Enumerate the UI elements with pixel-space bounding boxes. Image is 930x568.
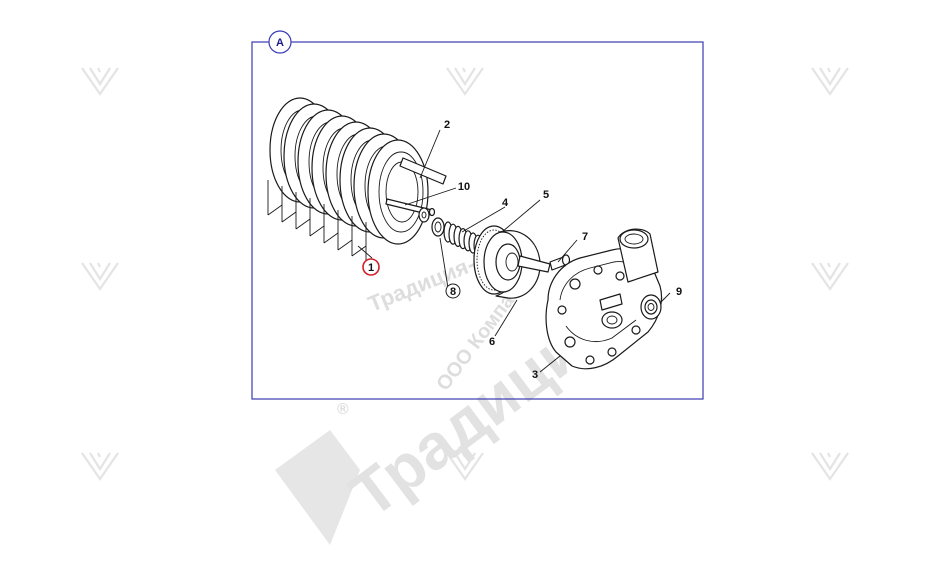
watermark-logo-icon <box>811 452 849 481</box>
clutch-disc <box>367 139 429 245</box>
watermark-logo-icon <box>446 67 484 96</box>
callout-3[interactable]: 3 <box>532 369 538 381</box>
callout-8[interactable]: 8 <box>445 283 461 299</box>
callout-2[interactable]: 2 <box>444 119 450 131</box>
callouts: 1 2 10 5 4 7 9 8 6 3 <box>362 119 682 381</box>
callout-5[interactable]: 5 <box>543 189 549 201</box>
watermark-logo-icon <box>81 452 119 481</box>
callout-7[interactable]: 7 <box>582 231 588 243</box>
hub-assembly <box>473 225 551 299</box>
watermark-logo-icon <box>811 262 849 291</box>
watermark-registered-mark: ® <box>337 401 349 418</box>
watermark-logo-icon <box>446 452 484 481</box>
seal-part-9 <box>640 294 662 320</box>
frame-label: A <box>276 37 284 49</box>
clutch-disc-pack <box>267 97 447 262</box>
watermark-logo-icon <box>81 262 119 291</box>
callout-4[interactable]: 4 <box>502 197 509 209</box>
callout-10[interactable]: 10 <box>458 181 470 193</box>
diagram-frame <box>251 41 704 400</box>
washer <box>418 207 430 223</box>
callout-9[interactable]: 9 <box>676 286 682 298</box>
watermark-big-logo-icon <box>275 430 360 545</box>
watermark-small-brand-text: Традиция-К <box>365 246 492 317</box>
callout-6[interactable]: 6 <box>489 336 495 348</box>
callout-1[interactable]: 1 <box>362 258 380 276</box>
frame-label-badge: A <box>268 30 292 54</box>
watermark-logo-icon <box>811 67 849 96</box>
pump-housing-part-3 <box>545 228 663 370</box>
leader-lines <box>357 129 671 373</box>
watermark-logo-icon <box>81 67 119 96</box>
disc-pack-tabs <box>267 180 367 262</box>
ring-part-8 <box>431 217 445 237</box>
callout-1-label: 1 <box>368 262 374 274</box>
watermark-logo-tiles <box>81 67 849 481</box>
callout-8-label: 8 <box>450 286 456 298</box>
bolt-part-7 <box>549 254 571 271</box>
